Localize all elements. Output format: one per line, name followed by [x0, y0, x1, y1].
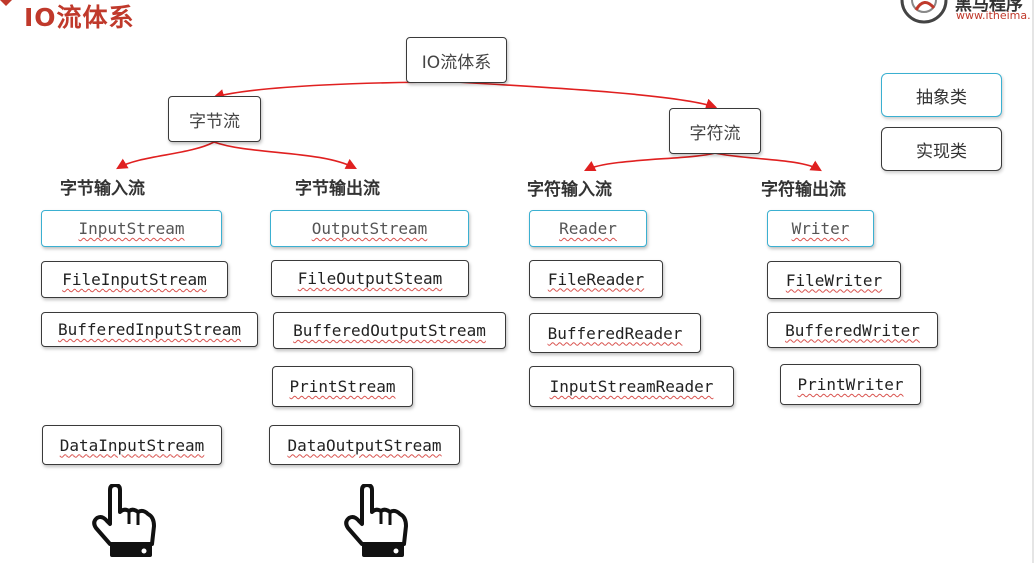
datainputstream-label: DataInputStream [59, 435, 205, 455]
brand-url: www.itheima. [956, 9, 1031, 22]
char-output-heading: 字符输出流 [761, 180, 846, 200]
fileoutputsteam-node: FileOutputSteam [271, 260, 469, 297]
root-node: IO流体系 [406, 37, 507, 83]
fileoutputsteam-label: FileOutputSteam [297, 269, 443, 288]
printwriter-label: PrintWriter [797, 375, 904, 394]
fileinputstream-label: FileInputStream [62, 270, 207, 289]
brand-name: 黑马程序 [955, 0, 1023, 15]
outputstream-node: OutputStream [270, 210, 469, 247]
dataoutputstream-label: DataOutputStream [287, 435, 442, 455]
bufferedoutputstream-label: BufferedOutputStream [293, 321, 486, 340]
logo-icon [900, 0, 948, 24]
filewriter-node: FileWriter [767, 261, 901, 299]
filereader-label: FileReader [547, 269, 645, 289]
inputstreamreader-node: InputStreamReader [529, 366, 734, 407]
legend-concrete-label: 实现类 [916, 141, 967, 162]
writer-label: Writer [791, 219, 850, 238]
arrow-char-to-output [714, 152, 822, 172]
printstream-node: PrintStream [272, 366, 413, 407]
title-marker [0, 0, 12, 6]
root-label: IO流体系 [421, 52, 492, 73]
reader-label: Reader [559, 219, 617, 238]
inputstreamreader-label: InputStreamReader [549, 377, 714, 396]
filewriter-label: FileWriter [785, 270, 883, 290]
arrow-root-to-char [455, 81, 718, 110]
arrow-byte-to-output [213, 141, 357, 170]
arrow-byte-to-input [116, 141, 215, 170]
printwriter-node: PrintWriter [780, 364, 921, 405]
bufferedinputstream-label: BufferedInputStream [57, 320, 242, 339]
bufferedwriter-label: BufferedWriter [785, 320, 920, 340]
bufferedreader-node: BufferedReader [529, 313, 701, 353]
char-stream-node: 字符流 [669, 108, 761, 154]
filereader-node: FileReader [529, 260, 663, 298]
bufferedreader-label: BufferedReader [547, 323, 683, 343]
inputstream-node: InputStream [41, 210, 222, 247]
char-stream-label: 字符流 [689, 123, 741, 144]
fileinputstream-node: FileInputStream [41, 261, 228, 298]
printstream-label: PrintStream [289, 377, 396, 396]
arrow-root-to-byte [212, 81, 457, 101]
arrow-char-to-input [583, 152, 716, 172]
bufferedoutputstream-node: BufferedOutputStream [273, 312, 506, 349]
page-title: IO流体系 [24, 3, 135, 32]
legend-abstract: 抽象类 [881, 73, 1002, 117]
datainputstream-node: DataInputStream [42, 425, 222, 465]
dataoutputstream-node: DataOutputStream [269, 425, 460, 465]
legend-concrete: 实现类 [881, 127, 1002, 171]
pointing-hand-icon [344, 484, 408, 557]
inputstream-label: InputStream [78, 219, 185, 238]
byte-output-heading: 字节输出流 [295, 179, 380, 199]
pointing-hand-icon [92, 484, 156, 557]
legend-abstract-label: 抽象类 [916, 87, 967, 108]
outputstream-label: OutputStream [311, 219, 428, 238]
byte-input-heading: 字节输入流 [60, 179, 145, 199]
bufferedwriter-node: BufferedWriter [767, 312, 938, 348]
writer-node: Writer [767, 210, 874, 247]
byte-stream-label: 字节流 [189, 111, 240, 132]
char-input-heading: 字符输入流 [527, 180, 612, 200]
byte-stream-node: 字节流 [168, 96, 261, 142]
slide-edge-divider [1032, 0, 1034, 563]
bufferedinputstream-node: BufferedInputStream [41, 312, 258, 347]
reader-node: Reader [529, 210, 647, 247]
